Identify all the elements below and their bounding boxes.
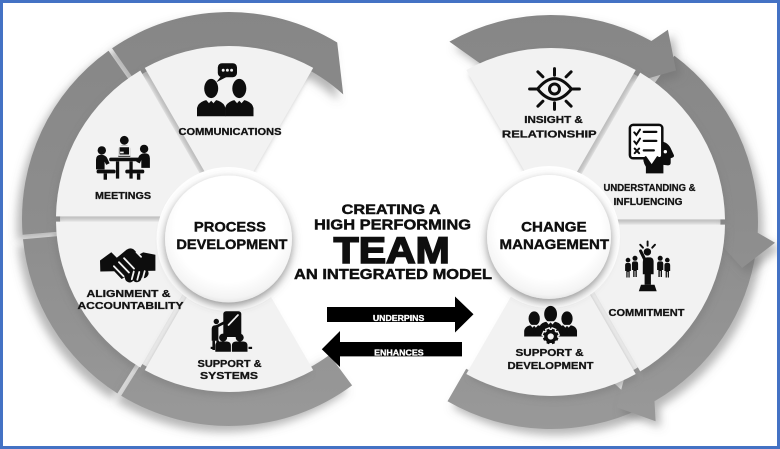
svg-text:DEVELOPMENT: DEVELOPMENT (176, 236, 287, 252)
svg-text:MEETINGS: MEETINGS (95, 191, 151, 202)
svg-text:COMMITMENT: COMMITMENT (609, 308, 686, 319)
svg-text:ALIGNMENT &: ALIGNMENT & (87, 289, 172, 300)
svg-text:DEVELOPMENT: DEVELOPMENT (508, 361, 595, 372)
svg-text:RELATIONSHIP: RELATIONSHIP (502, 130, 597, 141)
svg-text:MANAGEMENT: MANAGEMENT (500, 236, 610, 252)
svg-text:UNDERSTANDING &: UNDERSTANDING & (604, 183, 697, 194)
svg-text:AN INTEGRATED MODEL: AN INTEGRATED MODEL (294, 267, 492, 283)
svg-text:SYSTEMS: SYSTEMS (200, 371, 258, 382)
svg-text:SUPPORT &: SUPPORT & (198, 359, 263, 370)
svg-text:CHANGE: CHANGE (521, 219, 587, 235)
svg-text:ACCOUNTABILITY: ACCOUNTABILITY (78, 301, 184, 312)
svg-text:INSIGHT &: INSIGHT & (524, 115, 583, 126)
svg-text:HIGH PERFORMING: HIGH PERFORMING (314, 217, 471, 233)
svg-text:SUPPORT &: SUPPORT & (516, 348, 585, 359)
svg-text:COMMUNICATIONS: COMMUNICATIONS (179, 127, 282, 138)
svg-text:INFLUENCING: INFLUENCING (614, 197, 683, 208)
svg-text:PROCESS: PROCESS (194, 218, 266, 234)
svg-text:UNDERPINS: UNDERPINS (373, 314, 425, 323)
svg-text:TEAM: TEAM (334, 229, 450, 271)
svg-text:ENHANCES: ENHANCES (374, 349, 424, 358)
svg-text:CREATING A: CREATING A (342, 202, 441, 217)
